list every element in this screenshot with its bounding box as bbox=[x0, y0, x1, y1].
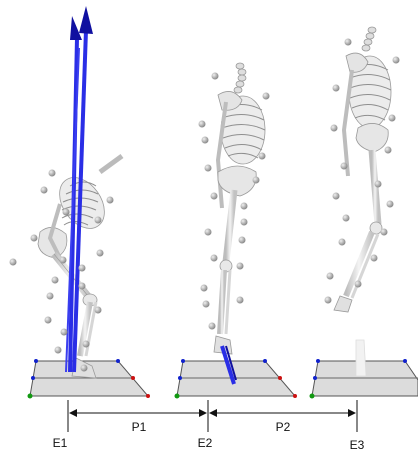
event-label-e2: E2 bbox=[198, 436, 213, 450]
phase-dimension-lines bbox=[68, 400, 357, 432]
event-label-e3: E3 bbox=[350, 438, 365, 452]
skeleton-model-3 bbox=[334, 27, 391, 376]
phase-label-p1: P1 bbox=[132, 420, 147, 434]
event-label-e1: E1 bbox=[53, 436, 68, 450]
phase-label-p2: P2 bbox=[276, 420, 291, 434]
skeleton-model-2 bbox=[214, 63, 265, 354]
